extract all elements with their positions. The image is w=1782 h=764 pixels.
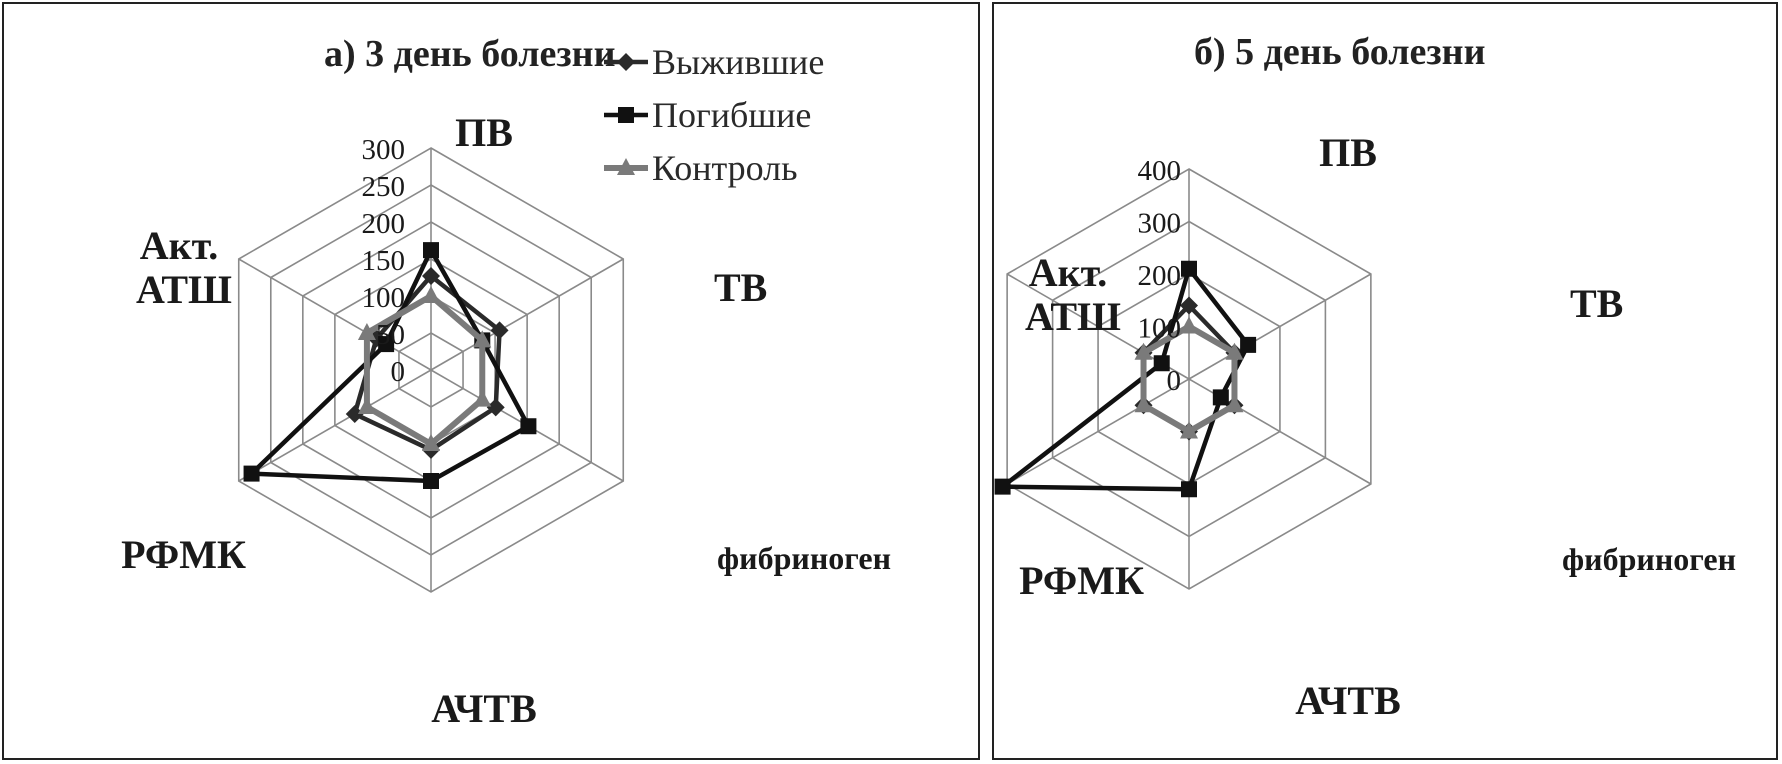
- axis-label-achtv: АЧТВ: [431, 686, 537, 731]
- radar-chart-b: 0 100 200 300 400 б) 5 день болезни ПВ ТВ фи…: [994, 31, 1736, 723]
- axis-label-akt-atsh: Акт. АТШ: [1025, 250, 1121, 339]
- series-point-2: [357, 397, 376, 414]
- series-point-1: [1153, 355, 1170, 372]
- series-point-2: [473, 330, 492, 348]
- legend-marker: [618, 107, 634, 123]
- legend-marker: [617, 158, 635, 175]
- axis-label-tv: ТВ: [1570, 281, 1623, 326]
- axis-spoke: [1188, 273, 1372, 380]
- axis-label-tv: ТВ: [714, 265, 767, 310]
- legend-marker: [617, 53, 635, 71]
- series-point-2: [1225, 395, 1244, 413]
- series-point-2: [1180, 316, 1198, 334]
- series-point-2: [422, 286, 440, 303]
- axis-spoke: [430, 258, 624, 371]
- axis-label-achtv: АЧТВ: [1295, 678, 1401, 723]
- axis-spoke: [238, 369, 432, 482]
- series-point-2: [1134, 395, 1153, 413]
- series-point-2: [422, 434, 440, 451]
- axis-label-rfmk: РФМК: [1019, 558, 1144, 603]
- series-point-1: [1181, 260, 1197, 277]
- tick-label: 250: [362, 171, 406, 203]
- axis-spoke: [238, 258, 432, 371]
- axis-label-pv: ПВ: [1319, 130, 1377, 175]
- series-point-1: [423, 242, 439, 259]
- legend-label: Погибшие: [652, 95, 811, 135]
- series-point-0: [422, 267, 440, 286]
- tick-label: 150: [362, 245, 406, 277]
- tick-label: 50: [376, 319, 405, 351]
- series-point-1: [1212, 389, 1229, 406]
- tick-label: 300: [1138, 208, 1182, 240]
- tick-label: 100: [362, 282, 406, 314]
- series-point-2: [1134, 342, 1153, 360]
- series-point-2: [473, 389, 492, 407]
- tick-label: 100: [1138, 313, 1182, 345]
- legend-label: Контроль: [652, 148, 798, 188]
- axis-spoke: [1006, 378, 1190, 485]
- series-point-2: [1180, 421, 1198, 439]
- axis-label-fibrinogen: фибриноген: [1562, 541, 1736, 577]
- chart-title: а) 3 день болезни: [324, 33, 615, 75]
- series-point-1: [378, 336, 395, 353]
- axis-label-akt-atsh: Акт. АТШ: [136, 223, 232, 312]
- tick-label: 200: [362, 208, 406, 240]
- tick-label: 300: [362, 134, 406, 166]
- tick-label: 0: [391, 356, 406, 388]
- series-point-2: [1225, 342, 1244, 360]
- series-point-0: [486, 398, 505, 417]
- tick-label: 0: [1167, 365, 1182, 397]
- chart-panel-b: 0 100 200 300 400 б) 5 день болезни ПВ ТВ фи…: [992, 2, 1778, 760]
- series-point-0: [345, 405, 364, 424]
- series-point-2: [357, 323, 376, 340]
- legend-label: Выжившие: [652, 42, 824, 82]
- tick-label: 200: [1138, 260, 1182, 292]
- axis-label-pv: ПВ: [455, 110, 513, 155]
- axis-label-fibrinogen: фибриноген: [717, 540, 891, 576]
- series-point-1: [520, 418, 537, 435]
- series-point-1: [243, 465, 260, 482]
- series-point-1: [994, 478, 1011, 495]
- series-point-0: [490, 321, 509, 340]
- series-point-1: [1240, 336, 1257, 353]
- series-point-1: [1181, 481, 1197, 498]
- series-point-1: [423, 473, 439, 489]
- series-point-0: [1180, 296, 1198, 315]
- tick-label: 400: [1138, 155, 1182, 187]
- chart-title: б) 5 день болезни: [1194, 31, 1485, 73]
- axis-label-rfmk: РФМК: [121, 532, 246, 577]
